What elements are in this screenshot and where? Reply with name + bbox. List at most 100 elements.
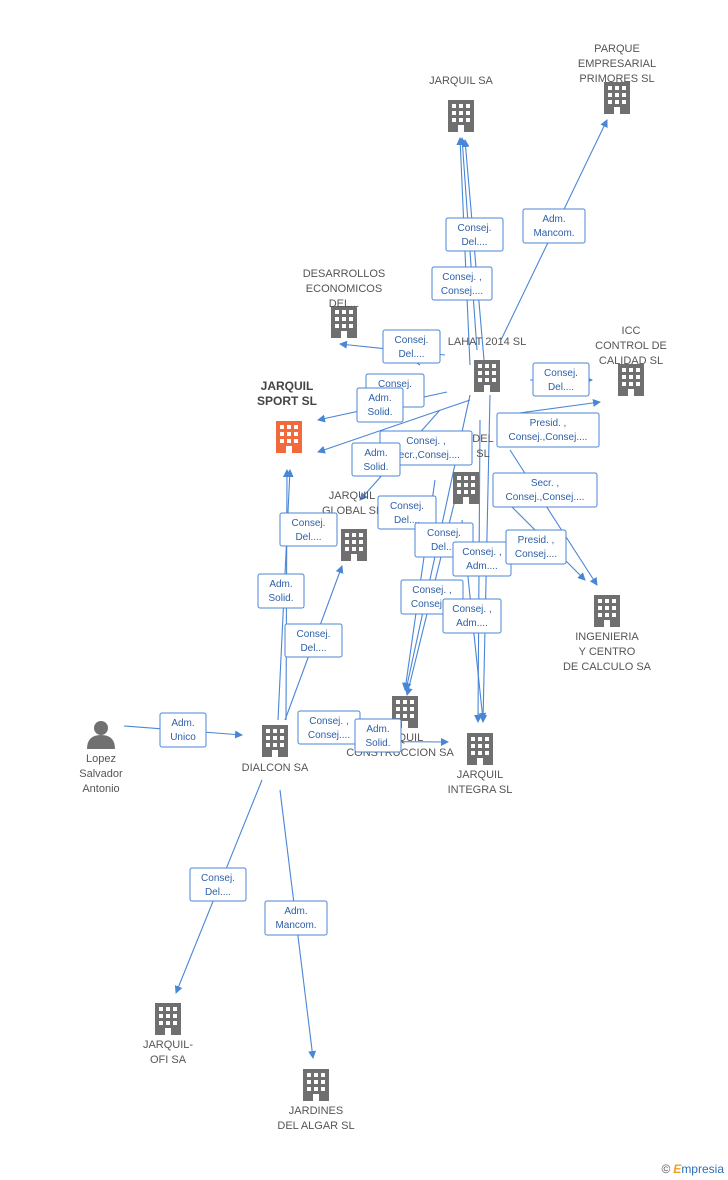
- relation-label-r-secr-ing[interactable]: Secr. ,Consej.,Consej....: [492, 472, 598, 508]
- node-label: JARQUIL: [329, 490, 375, 502]
- relation-box: [257, 573, 305, 609]
- node-label: CONTROL DE: [595, 340, 667, 352]
- relation-text: Consej. ,: [462, 547, 501, 558]
- relation-label-r-consej-constr[interactable]: Consej. , Consej....: [297, 710, 361, 745]
- relation-text: Consej....: [411, 599, 453, 610]
- node-lahat[interactable]: LAHAT 2014 SL: [448, 336, 526, 392]
- relation-box: [492, 472, 598, 508]
- relation-text: Consej. ,: [452, 604, 491, 615]
- relation-text: Presid. ,: [518, 535, 555, 546]
- relation-box: [496, 412, 600, 448]
- relation-label-r-consej-adm1[interactable]: Consej. ,Adm....: [452, 541, 512, 577]
- relations-layer: Consej.Del....Adm.Mancom.Consej. ,Consej…: [159, 208, 600, 936]
- relation-text: Consej....: [308, 730, 350, 741]
- relation-label-r-presid-ing[interactable]: Presid. , Consej....: [505, 529, 567, 565]
- relation-label-r-adm-mancom-jard[interactable]: Adm.Mancom.: [264, 900, 328, 936]
- building-icon: [467, 733, 493, 765]
- building-icon: [474, 360, 500, 392]
- node-label: ECONOMICOS: [306, 283, 382, 295]
- relation-text: Solid.: [363, 462, 388, 473]
- relation-text: Consej. ,: [309, 716, 348, 727]
- relation-text: Adm.: [368, 393, 391, 404]
- node-label: SPORT SL: [257, 394, 317, 408]
- node-label: JARQUIL-: [143, 1039, 193, 1051]
- node-dialcon[interactable]: DIALCON SA: [242, 725, 309, 774]
- node-jarquil-sa[interactable]: JARQUIL SA: [429, 75, 494, 132]
- relation-label-r-consej-sport2[interactable]: Consej.Del....: [279, 512, 338, 547]
- building-icon: [341, 529, 367, 561]
- relation-text: Solid.: [367, 407, 392, 418]
- node-label: JARQUIL SA: [429, 75, 493, 87]
- relation-text: Consej.,Consej....: [509, 432, 588, 443]
- relation-box: [284, 623, 343, 658]
- relation-label-r-adm-solid-sport2[interactable]: Adm.Solid.: [257, 573, 305, 609]
- relation-text: Consej.: [292, 518, 326, 529]
- node-label: LAHAT 2014 SL: [448, 336, 526, 348]
- relation-text: Consej. ,: [406, 436, 445, 447]
- relation-box: [445, 217, 504, 252]
- relation-text: Consej.: [395, 335, 429, 346]
- relation-label-r-consej-adm2[interactable]: Consej. , Adm....: [442, 598, 502, 634]
- relation-label-r-consej-del1[interactable]: Consej.Del....: [377, 495, 437, 530]
- building-icon: [331, 306, 357, 338]
- relation-text: Consej.: [201, 873, 235, 884]
- relation-box: [377, 495, 437, 530]
- relation-box: [279, 512, 338, 547]
- relation-text: Del....: [205, 887, 231, 898]
- node-label: DIALCON SA: [242, 762, 309, 774]
- relation-text: Adm....: [456, 618, 488, 629]
- node-desarrollos[interactable]: DESARROLLOS ECONOMICOS DEL...: [303, 268, 386, 338]
- relation-label-r-presid-icc[interactable]: Presid. ,Consej.,Consej....: [496, 412, 600, 448]
- node-label: JARQUIL: [261, 379, 314, 393]
- relation-text: Adm.: [366, 724, 389, 735]
- node-label: DEL: [472, 433, 493, 445]
- relation-label-r-consej-global[interactable]: Consej.Del....: [284, 623, 343, 658]
- relation-box: [351, 442, 401, 477]
- relation-box: [189, 867, 247, 902]
- relation-text: Unico: [170, 732, 196, 743]
- relation-label-r-consej-des[interactable]: Consej.Del....: [382, 329, 441, 364]
- relation-text: Consej.: [297, 629, 331, 640]
- node-jarquil-ofi[interactable]: JARQUIL-OFI SA: [143, 1003, 193, 1066]
- relation-edge: [317, 399, 471, 454]
- relation-label-r-adm-solid-sport[interactable]: Adm. Solid.: [356, 387, 404, 423]
- relation-label-r-adm-mancom-parque[interactable]: Adm.Mancom.: [522, 208, 586, 244]
- relation-text: Consej....: [515, 549, 557, 560]
- building-icon: [453, 472, 479, 504]
- relation-label-r-adm-solid-constr[interactable]: Adm. Solid.: [354, 718, 402, 753]
- empresia-credit[interactable]: ©Empresia: [661, 1162, 724, 1176]
- node-label: INGENIERIA: [575, 631, 639, 643]
- node-label: DE CALCULO SA: [563, 661, 652, 673]
- relation-text: Secr. ,: [531, 478, 559, 489]
- node-label: DEL...: [329, 298, 360, 310]
- copyright-icon: ©: [661, 1162, 671, 1176]
- relation-text: Del....: [394, 515, 420, 526]
- building-icon: [155, 1003, 181, 1035]
- edges-layer: [123, 119, 608, 1059]
- relation-label-r-adm-unico[interactable]: Adm.Unico: [159, 712, 207, 748]
- node-label: Lopez: [86, 753, 116, 765]
- node-label: DESARROLLOS: [303, 268, 386, 280]
- relation-label-r-consej2-jsa[interactable]: Consej. ,Consej....: [431, 266, 493, 301]
- relation-box: [264, 900, 328, 936]
- node-label: Antonio: [82, 783, 119, 795]
- relation-text: Adm.: [364, 448, 387, 459]
- relation-text: Solid.: [365, 738, 390, 749]
- empresia-logo-initial: E: [673, 1162, 682, 1176]
- relation-label-r-consej-ofi[interactable]: Consej. Del....: [189, 867, 247, 902]
- relation-label-r-adm-solid2[interactable]: Adm. Solid.: [351, 442, 401, 477]
- relation-label-r-consej-jsa[interactable]: Consej.Del....: [445, 217, 504, 252]
- node-label: PARQUE: [594, 43, 640, 55]
- relation-box: [431, 266, 493, 301]
- relation-label-r-consej-icc[interactable]: Consej.Del....: [532, 362, 590, 397]
- relation-text: Mancom.: [533, 228, 574, 239]
- relation-box: [522, 208, 586, 244]
